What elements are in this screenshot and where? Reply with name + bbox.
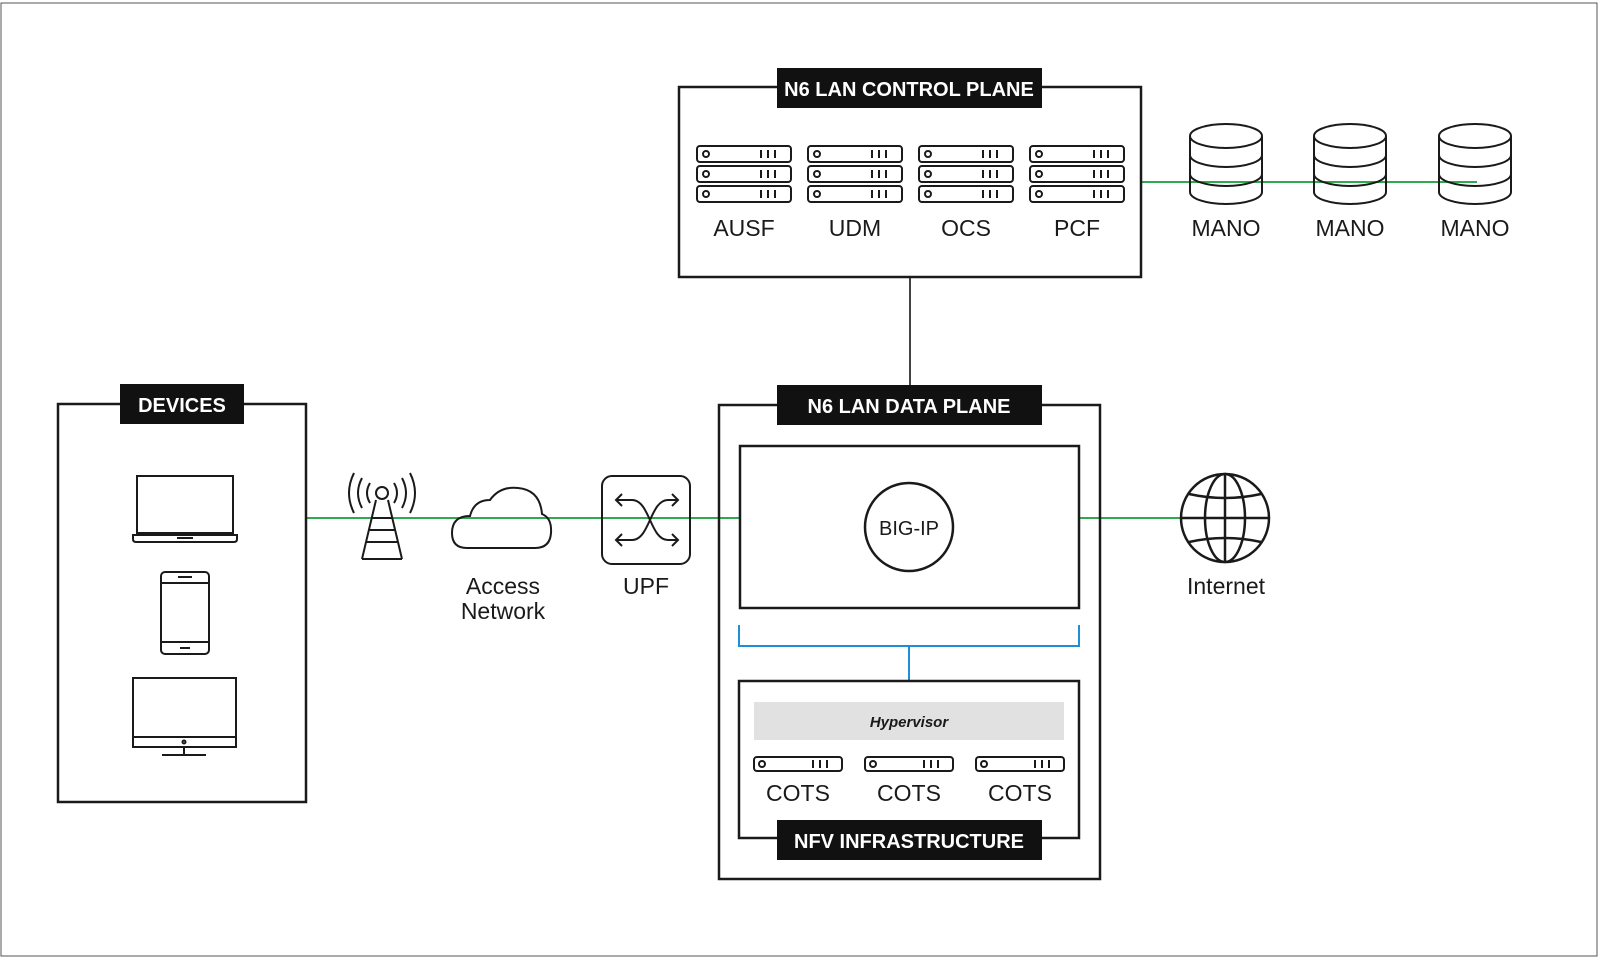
control-plane-box: N6 LAN CONTROL PLANE [677,68,1143,279]
cots-label: COTS [766,780,830,806]
phone-icon [160,571,210,655]
hypervisor-bar [754,702,1064,740]
server-label-ocs: OCS [941,215,991,241]
nfv-title: NFV INFRASTRUCTURE [794,831,1024,853]
server-icon [807,145,903,203]
server-icon [1029,145,1125,203]
cots-label: COTS [988,780,1052,806]
upf-label: UPF [623,573,669,599]
cots-server-icon [864,756,954,772]
big-ip-circle [863,481,955,573]
cloud-icon [450,486,553,549]
server-icon [918,145,1014,203]
cots-server-icon [975,756,1065,772]
database-icon [1313,123,1387,205]
internet-label: Internet [1187,573,1266,599]
bus-bracket [738,625,1080,647]
access-network-label-line2: Network [461,598,546,624]
laptop-icon [132,475,238,543]
server-label-ausf: AUSF [713,215,774,241]
control-plane-title: N6 LAN CONTROL PLANE [784,79,1034,101]
data-plane-title: N6 LAN DATA PLANE [808,396,1011,418]
big-ip-label: BIG-IP [879,518,939,540]
devices-box: DEVICES [56,384,308,804]
server-icon [696,145,792,203]
mano-label: MANO [1316,215,1385,241]
access-network-label-line1: Access [466,573,540,599]
outer-frame [0,2,1598,957]
cell-tower-icon [348,472,416,560]
cots-server-icon [753,756,843,772]
monitor-icon [132,677,237,756]
hypervisor-label: Hypervisor [870,714,950,731]
mano-label: MANO [1192,215,1261,241]
mano-label: MANO [1441,215,1510,241]
server-label-pcf: PCF [1054,215,1100,241]
database-icon [1189,123,1263,205]
nfv-title-tag [777,820,1042,860]
globe-icon [1179,472,1271,564]
devices-title: DEVICES [138,395,226,417]
upf-switch-icon [601,475,691,565]
database-icon [1438,123,1512,205]
cots-label: COTS [877,780,941,806]
big-ip-panel [738,444,1081,610]
server-label-udm: UDM [829,215,881,241]
data-plane-box: N6 LAN DATA PLANE [717,385,1102,881]
